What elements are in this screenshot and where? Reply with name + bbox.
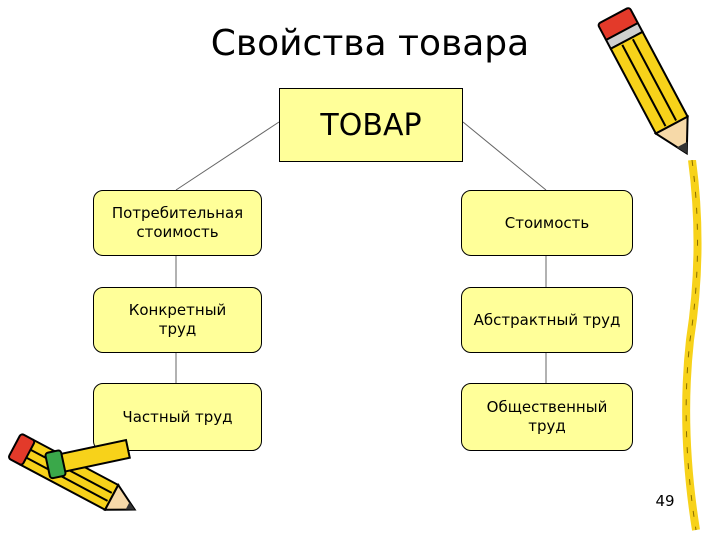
node-social-labor: Общественный труд bbox=[461, 383, 633, 451]
root-node-tovar: ТОВАР bbox=[279, 88, 463, 162]
node-abstract-labor: Абстрактный труд bbox=[461, 287, 633, 353]
pencil-icon bbox=[597, 7, 689, 156]
connector-root-left bbox=[175, 121, 280, 191]
connector-root-right bbox=[462, 121, 547, 191]
page-number: 49 bbox=[655, 492, 675, 510]
pencil-icon bbox=[8, 433, 137, 512]
node-value: Стоимость bbox=[461, 190, 633, 256]
node-private-labor: Частный труд bbox=[93, 383, 262, 451]
node-concrete-labor: Конкретный труд bbox=[93, 287, 262, 353]
page-title: Свойства товара bbox=[210, 23, 530, 64]
node-use-value: Потребительная стоимость bbox=[93, 190, 262, 256]
pencil-icon bbox=[682, 160, 702, 531]
